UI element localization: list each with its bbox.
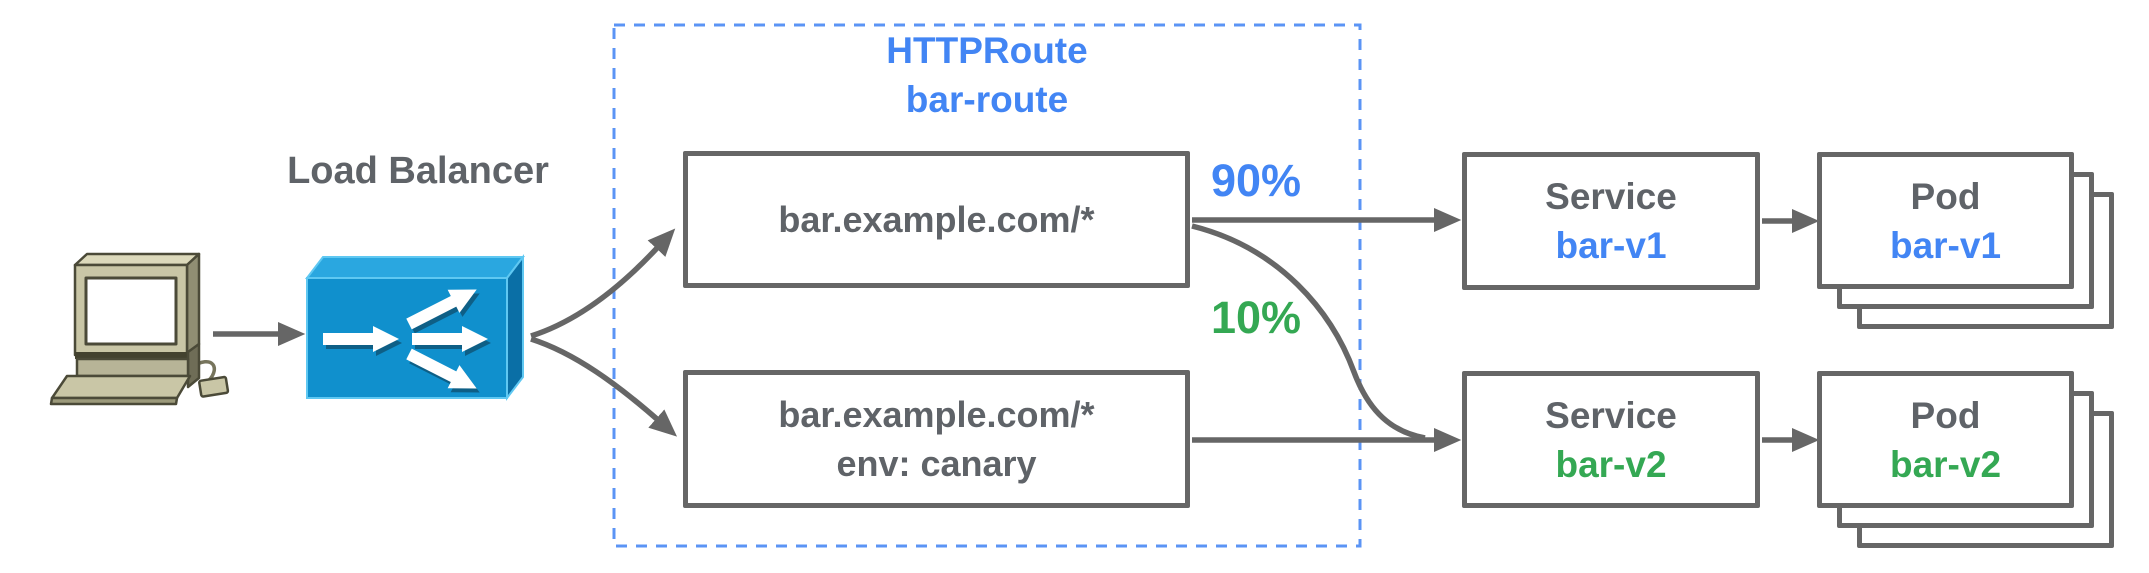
lb-split-curve-to-rule1 [530,228,676,339]
service-v2-type-label: Service [1545,394,1677,436]
route-rule-2-header: env: canary [836,443,1037,484]
pod-v1-name: bar-v1 [1889,224,2002,266]
service-v1-name: bar-v1 [1555,225,1667,266]
httproute-title: HTTPRoute bar-route [614,26,1360,124]
load-balancer-icon [304,254,526,405]
client-computer-icon [49,252,230,406]
computer-keyboard [50,374,192,400]
pod-v2-name: bar-v2 [1889,443,2002,485]
pod-bar-v1-box: Pod bar-v1 [1817,152,2074,289]
service-v1-type-label: Service [1545,176,1677,217]
service-bar-v2-box: Service bar-v2 [1462,371,1760,508]
httproute-kind-label: HTTPRoute [886,30,1088,71]
computer-screen [84,276,178,346]
pod-bar-v2-stack: Pod bar-v2 [1817,371,2117,551]
httproute-name-label: bar-route [905,79,1069,120]
route-rule-1-box: bar.example.com/* [683,151,1190,288]
route-rule-1-match: bar.example.com/* [778,199,1095,240]
route-rule-2-match: bar.example.com/* [778,394,1095,435]
httproute-dashed-boundary [612,23,1362,548]
weight-10-label: 10% [1210,292,1302,343]
computer-mouse [198,375,230,398]
pod-bar-v1-stack: Pod bar-v1 [1817,152,2117,332]
lb-split-curve-to-rule2 [530,336,678,437]
load-balancer-label: Load Balancer [287,150,549,192]
service-bar-v1-box: Service bar-v1 [1462,152,1760,290]
weight-90-label: 90% [1210,155,1302,206]
route-rule-2-box: bar.example.com/* env: canary [683,370,1190,508]
curve-rule1-to-service-v2 [1191,223,1426,441]
pod-v2-type-label: Pod [1910,394,1981,436]
service-v2-name: bar-v2 [1555,443,1667,485]
pod-v1-type-label: Pod [1910,175,1981,217]
pod-bar-v2-box: Pod bar-v2 [1817,371,2074,508]
